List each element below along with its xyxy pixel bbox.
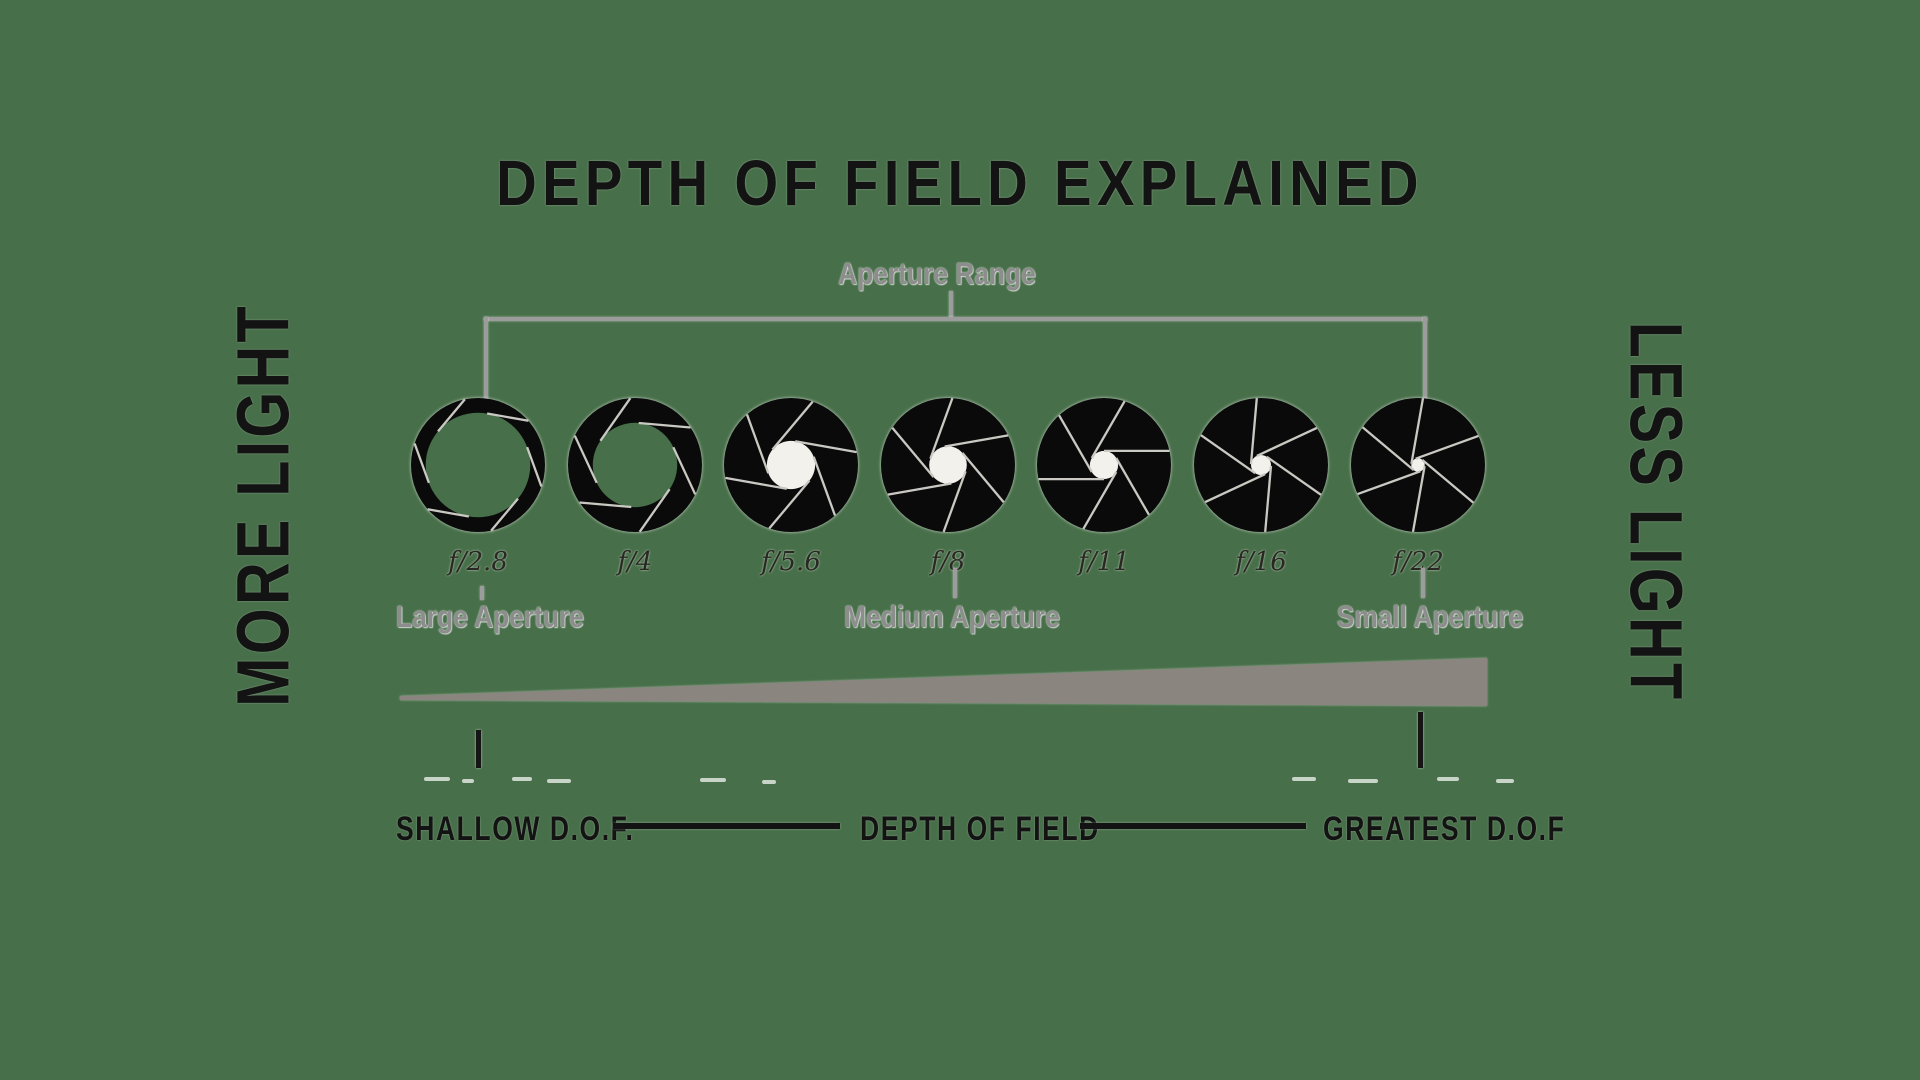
grunge-dash bbox=[1348, 779, 1378, 783]
grunge-dash bbox=[762, 780, 776, 784]
aperture-blade-line bbox=[942, 471, 967, 533]
aperture-blade-line bbox=[490, 497, 519, 532]
aperture-blade-line bbox=[1249, 397, 1258, 465]
aperture-blade-line bbox=[929, 397, 954, 459]
depth-of-field-label: DEPTH OF FIELD bbox=[860, 810, 1100, 848]
aperture-blade-line bbox=[887, 482, 952, 496]
large-aperture-label: Large Aperture bbox=[396, 599, 584, 634]
grunge-dash bbox=[1292, 777, 1316, 781]
aperture-blade-line bbox=[413, 443, 430, 484]
greatest-tick-mark bbox=[1418, 712, 1423, 768]
aperture-blade-line bbox=[771, 400, 814, 451]
bracket-right-line bbox=[1423, 317, 1427, 401]
small-aperture-stub-line bbox=[1421, 568, 1425, 598]
aperture-icon-f16 bbox=[1194, 397, 1328, 533]
aperture-blade-line bbox=[1361, 426, 1415, 471]
fstop-label: f/8 bbox=[930, 547, 966, 577]
grunge-dash bbox=[512, 777, 532, 781]
grunge-dash bbox=[424, 777, 450, 781]
aperture-blade-line bbox=[812, 456, 837, 516]
aperture-blade-line bbox=[944, 434, 1009, 448]
aperture-blade-line bbox=[1256, 426, 1318, 457]
aperture-icon-f4 bbox=[568, 397, 702, 533]
aperture-blade-line bbox=[1421, 459, 1475, 504]
aperture-blade-line bbox=[794, 440, 857, 454]
dof-line-left bbox=[613, 823, 840, 829]
aperture-blade-line bbox=[891, 427, 935, 478]
aperture-blade-line bbox=[599, 397, 632, 442]
more-light-label: MORE LIGHT bbox=[221, 303, 305, 707]
aperture-blade-line bbox=[638, 421, 691, 429]
aperture-range-label: Aperture Range bbox=[838, 256, 1036, 291]
fstop-label: f/11 bbox=[1078, 547, 1130, 577]
medium-aperture-stub-line bbox=[953, 568, 957, 598]
medium-aperture-label: Medium Aperture bbox=[844, 599, 1060, 634]
aperture-blade-line bbox=[1204, 473, 1266, 504]
grunge-dash bbox=[700, 778, 726, 782]
aperture-blade-line bbox=[1200, 434, 1256, 475]
aperture-blade-line bbox=[1058, 414, 1093, 473]
dof-line-right bbox=[1080, 823, 1306, 829]
aperture-blade-line bbox=[768, 479, 811, 530]
dof-wedge bbox=[400, 658, 1487, 706]
small-aperture-label: Small Aperture bbox=[1336, 599, 1524, 634]
aperture-blade-line bbox=[427, 508, 470, 518]
aperture-blade-line bbox=[1266, 455, 1322, 496]
fstop-label: f/4 bbox=[617, 547, 653, 577]
aperture-blade-line bbox=[961, 452, 1005, 503]
aperture-column: f/16 bbox=[1181, 390, 1341, 577]
grunge-dash bbox=[462, 779, 474, 783]
aperture-blade-line bbox=[638, 488, 671, 533]
aperture-blade-line bbox=[1410, 397, 1425, 465]
grunge-dash bbox=[1437, 777, 1459, 781]
aperture-blade-line bbox=[573, 435, 598, 484]
aperture-blade-line bbox=[526, 446, 543, 487]
aperture-column: f/2.8 bbox=[398, 390, 558, 577]
aperture-column: f/11 bbox=[1024, 390, 1184, 577]
aperture-column: f/5.6 bbox=[711, 390, 871, 577]
aperture-blade-line bbox=[1357, 470, 1421, 496]
aperture-column: f/4 bbox=[555, 390, 715, 577]
aperture-blade-line bbox=[486, 412, 529, 422]
shallow-dof-label: SHALLOW D.O.F. bbox=[396, 810, 635, 848]
aperture-blade-line bbox=[725, 476, 788, 490]
fstop-label: f/16 bbox=[1235, 547, 1287, 577]
page-title: DEPTH OF FIELD EXPLAINED bbox=[496, 147, 1424, 219]
aperture-range-stub-line bbox=[949, 291, 953, 318]
aperture-blade-line bbox=[437, 398, 466, 433]
fstop-label: f/5.6 bbox=[761, 547, 821, 577]
aperture-blade-line bbox=[1264, 465, 1273, 533]
fstop-label: f/2.8 bbox=[448, 547, 508, 577]
grunge-dash bbox=[1496, 779, 1514, 783]
aperture-blade-line bbox=[1090, 400, 1126, 459]
aperture-icon-f2.8 bbox=[411, 398, 545, 532]
large-aperture-stub-line bbox=[480, 586, 484, 600]
aperture-icon-f11 bbox=[1037, 398, 1171, 532]
aperture-icon-f5.6 bbox=[724, 398, 858, 532]
bracket-left-line bbox=[484, 317, 488, 401]
fstop-label: f/22 bbox=[1392, 547, 1444, 577]
shallow-tick-mark bbox=[476, 730, 481, 768]
aperture-icon-f22 bbox=[1351, 397, 1485, 533]
aperture-blade-line bbox=[1415, 434, 1479, 460]
aperture-icon-f8 bbox=[881, 397, 1015, 533]
aperture-column: f/22 bbox=[1338, 390, 1498, 577]
aperture-row: f/2.8 f/4 f/5.6 f/8 f/11 f/16 f/22 bbox=[0, 390, 1920, 590]
bracket-horizontal-line bbox=[484, 317, 1427, 321]
less-light-label: LESS LIGHT bbox=[1614, 321, 1698, 703]
aperture-blade-line bbox=[1115, 457, 1150, 516]
aperture-blade-line bbox=[1411, 465, 1426, 533]
aperture-blade-line bbox=[579, 501, 632, 509]
aperture-blade-line bbox=[1082, 471, 1118, 530]
greatest-dof-label: GREATEST D.O.F bbox=[1323, 810, 1566, 848]
aperture-column: f/8 bbox=[868, 390, 1028, 577]
grunge-dash bbox=[547, 779, 571, 783]
aperture-blade-line bbox=[672, 446, 697, 495]
aperture-blade-line bbox=[745, 414, 770, 474]
